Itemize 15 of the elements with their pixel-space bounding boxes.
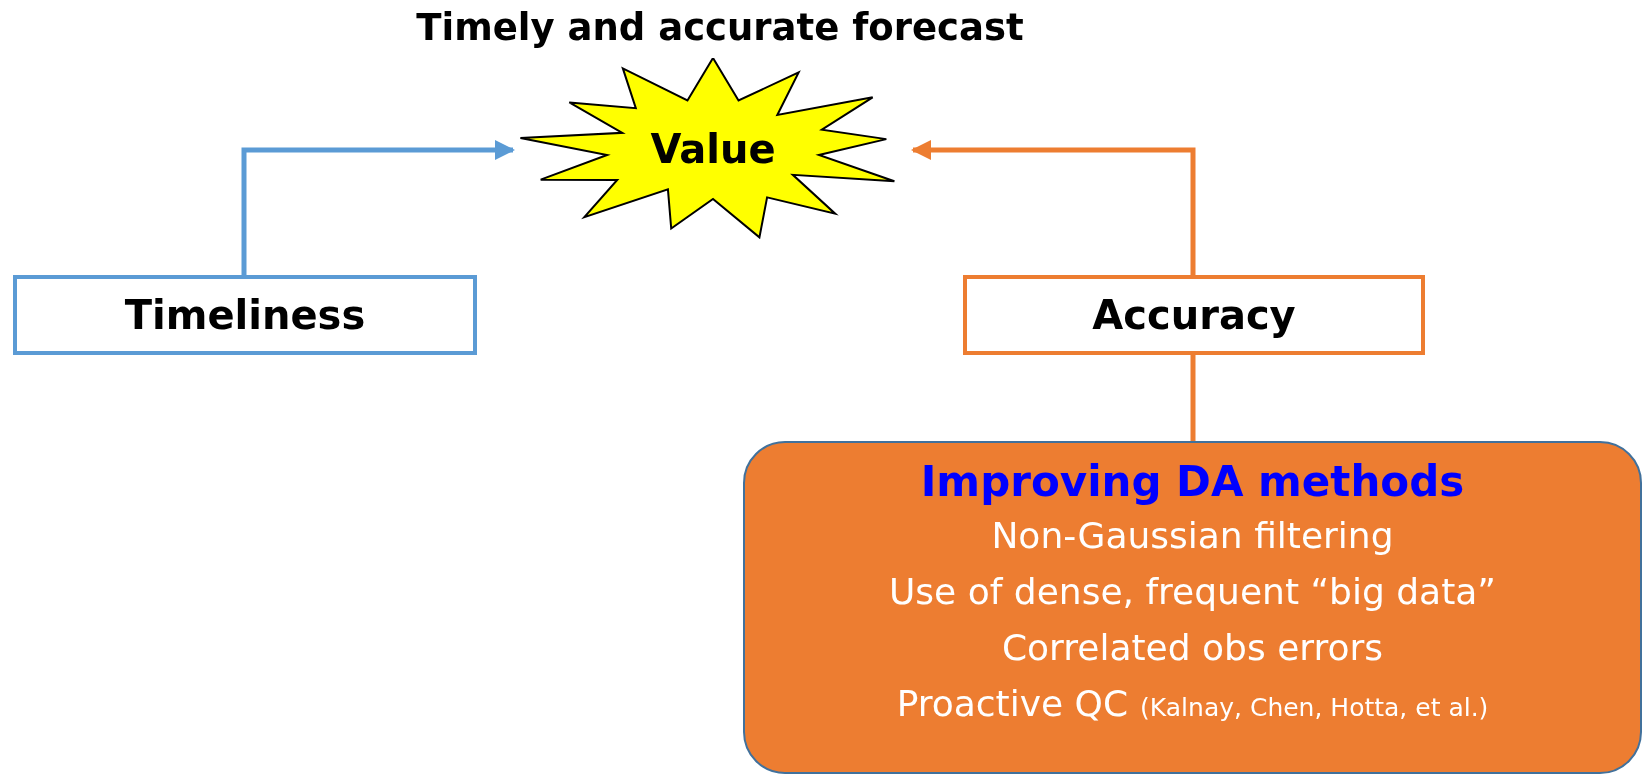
- process-box: [963, 275, 1425, 355]
- process-box: [13, 275, 477, 355]
- list-item-text: Correlated obs errors: [1001, 626, 1384, 670]
- list-item-text: Proactive QC: [896, 682, 1129, 726]
- node-label: Timeliness: [124, 292, 366, 338]
- node-label: Value: [650, 126, 776, 172]
- diagram-title: Timely and accurate forecast: [415, 6, 1025, 49]
- connector-arrow: [241, 140, 515, 275]
- list-item-text: Non-Gaussian filtering: [991, 514, 1394, 558]
- connector-arrow: [911, 140, 1196, 275]
- heading-text: Improving DA methods: [920, 457, 1465, 506]
- node-label: Accuracy: [1092, 292, 1296, 338]
- citation-text: (Kalnay, Chen, Hotta, et al.): [1140, 693, 1489, 722]
- rounded-box: [743, 441, 1642, 774]
- list-item-text: Use of dense, frequent “big data”: [889, 570, 1496, 614]
